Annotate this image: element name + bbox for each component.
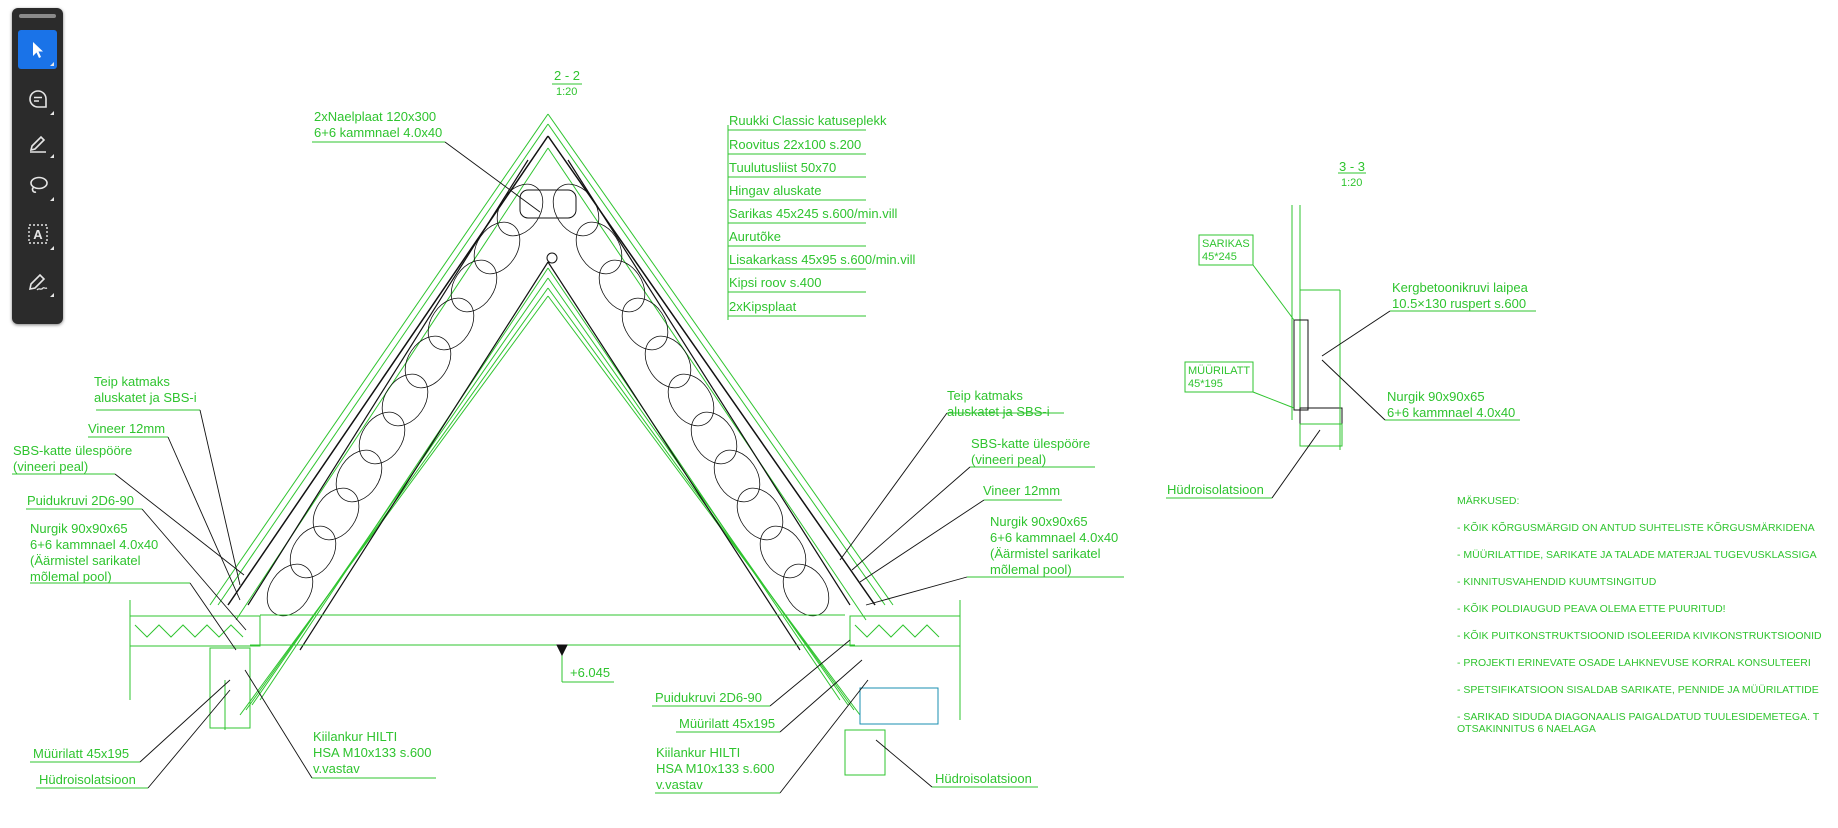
- note-item: - PROJEKTI ERINEVATE OSADE LAHKNEVUSE KO…: [1457, 657, 1811, 669]
- detail33-muurilatt-line1: MÜÜRILATT: [1188, 365, 1251, 377]
- detail33-kergbetoon-line1: Kergbetoonikruvi laipea: [1392, 280, 1528, 295]
- note-item: - KÕIK PUITKONSTRUKTSIOONID ISOLEERIDA K…: [1457, 630, 1822, 642]
- right-sbs-line2: (vineeri peal): [971, 452, 1047, 467]
- detail33-hudro: Hüdroisolatsioon: [1167, 482, 1264, 497]
- right-kiilankur-line2: HSA M10x133 s.600: [656, 761, 775, 776]
- note-item-last-line2: OTSAKINNITUS 6 NAELAGA: [1457, 723, 1596, 735]
- lasso-icon: [29, 176, 48, 193]
- note-item: - SPETSIFIKATSIOON SISALDAB SARIKATE, PE…: [1457, 684, 1819, 696]
- right-sbs-line1: SBS-katte ülespööre: [971, 436, 1091, 451]
- left-nurgik-line3: (Äärmistel sarikatel: [30, 553, 141, 568]
- left-teip-line2: aluskatet ja SBS-i: [94, 390, 197, 405]
- roof-layer: Roovitus 22x100 s.200: [729, 137, 862, 152]
- detail33-sarikas-line2: 45*245: [1202, 251, 1237, 263]
- right-nurgik-line1: Nurgik 90x90x65: [990, 514, 1088, 529]
- detail33-kergbetoon-line2: 10.5×130 ruspert s.600: [1392, 296, 1527, 311]
- roof-right-slope: [547, 113, 894, 716]
- pen-icon: [29, 135, 46, 153]
- note-item: - MÜÜRILATTIDE, SARIKATE JA TALADE MATER…: [1457, 549, 1817, 561]
- left-nurgik-line4: mõlemal pool): [30, 569, 112, 584]
- text-box-icon: A: [27, 223, 48, 244]
- note-item-last-line1: - SARIKAD SIDUDA DIAGONAALIS PAIGALDATUD…: [1457, 711, 1820, 723]
- signature-tool-button[interactable]: [18, 261, 57, 300]
- submenu-indicator-icon: [50, 293, 54, 297]
- roof-layer: Lisakarkass 45x95 s.600/min.vill: [729, 252, 916, 267]
- submenu-indicator-icon: [50, 246, 54, 250]
- ridge-label-line1: 2xNaelplaat 120x300: [314, 109, 437, 124]
- wall-left: [129, 600, 261, 730]
- left-sbs-line1: SBS-katte ülespööre: [13, 443, 133, 458]
- right-nurgik-line2: 6+6 kammnael 4.0x40: [990, 530, 1119, 545]
- left-kiilankur-line1: Kiilankur HILTI: [313, 729, 398, 744]
- ridge-plate: [519, 189, 577, 264]
- right-muurilatt: Müürilatt 45x195: [679, 716, 776, 731]
- section-22-title: 2 - 2: [554, 68, 581, 83]
- roof-layer: Aurutõke: [729, 229, 782, 244]
- detail33-sarikas-line1: SARIKAS: [1202, 238, 1250, 250]
- roof-layer: Kipsi roov s.400: [729, 275, 822, 290]
- section-33-drawing: [1166, 172, 1536, 499]
- left-hudro: Hüdroisolatsioon: [39, 772, 136, 787]
- left-nurgik-line1: Nurgik 90x90x65: [30, 521, 128, 536]
- text-box-tool-button[interactable]: A: [18, 214, 57, 253]
- left-teip-line1: Teip katmaks: [94, 374, 170, 389]
- elevation-marker: [556, 644, 614, 683]
- left-puidukruvi: Puidukruvi 2D6-90: [27, 493, 134, 508]
- svg-text:A: A: [33, 227, 43, 242]
- notes-title: MÄRKUSED:: [1457, 495, 1520, 507]
- layer-callout-lines: [727, 125, 866, 320]
- lasso-tool-button[interactable]: [18, 165, 57, 204]
- submenu-indicator-icon: [50, 62, 54, 66]
- signature-pen-icon: [28, 273, 47, 290]
- submenu-indicator-icon: [50, 154, 54, 158]
- comment-icon: [28, 89, 47, 108]
- submenu-indicator-icon: [50, 197, 54, 201]
- right-teip-line2: aluskatet ja SBS-i: [947, 404, 1050, 419]
- left-kiilankur-line3: v.vastav: [313, 761, 360, 776]
- section-33-title: 3 - 3: [1339, 159, 1366, 174]
- right-kiilankur-line1: Kiilankur HILTI: [656, 745, 741, 760]
- comment-tool-button[interactable]: [18, 79, 57, 118]
- left-muurilatt: Müürilatt 45x195: [33, 746, 130, 761]
- right-puidukruvi: Puidukruvi 2D6-90: [655, 690, 762, 705]
- pen-tool-button[interactable]: [18, 122, 57, 161]
- roof-layer: Hingav aluskate: [729, 183, 822, 198]
- elevation-label: +6.045: [570, 665, 611, 680]
- left-kiilankur-line2: HSA M10x133 s.600: [313, 745, 432, 760]
- roof-layer: 2xKipsplaat: [729, 299, 797, 314]
- left-nurgik-line2: 6+6 kammnael 4.0x40: [30, 537, 159, 552]
- toolbar-drag-handle[interactable]: [19, 14, 56, 18]
- right-vineer: Vineer 12mm: [983, 483, 1061, 498]
- roof-layer: Tuulutusliist 50x70: [729, 160, 837, 175]
- insulation-right: [552, 183, 830, 617]
- section-22-scale: 1:20: [556, 86, 578, 98]
- detail33-nurgik-line2: 6+6 kammnael 4.0x40: [1387, 405, 1516, 420]
- right-nurgik-line3: (Äärmistel sarikatel: [990, 546, 1101, 561]
- right-teip-line1: Teip katmaks: [947, 388, 1023, 403]
- note-item: - KINNITUSVAHENDID KUUMTSINGITUD: [1457, 576, 1657, 588]
- wall-right: [844, 600, 961, 776]
- right-hudro: Hüdroisolatsioon: [935, 771, 1032, 786]
- select-tool-button[interactable]: [18, 30, 57, 69]
- left-sbs-line2: (vineeri peal): [13, 459, 89, 474]
- leader-lines: [12, 141, 1124, 794]
- select-arrow-icon: [32, 41, 43, 58]
- ridge-label-line2: 6+6 kammnael 4.0x40: [314, 125, 443, 140]
- left-vineer: Vineer 12mm: [88, 421, 166, 436]
- detail33-nurgik-line1: Nurgik 90x90x65: [1387, 389, 1485, 404]
- roof-layer: Sarikas 45x245 s.600/min.vill: [729, 206, 898, 221]
- note-item: - KÕIK POLDIAUGUD PEAVA OLEMA ETTE PUURI…: [1457, 603, 1726, 615]
- insulation-left: [266, 183, 544, 617]
- detail33-muurilatt-line2: 45*195: [1188, 378, 1223, 390]
- submenu-indicator-icon: [50, 111, 54, 115]
- note-item: - KÕIK KÕRGUSMÄRGID ON ANTUD SUHTELISTE …: [1457, 522, 1815, 534]
- roof-layer: Ruukki Classic katuseplekk: [729, 113, 887, 128]
- right-nurgik-line4: mõlemal pool): [990, 562, 1072, 577]
- annotation-toolbar: A: [12, 8, 63, 324]
- section-33-scale: 1:20: [1341, 177, 1363, 189]
- right-kiilankur-line3: v.vastav: [656, 777, 703, 792]
